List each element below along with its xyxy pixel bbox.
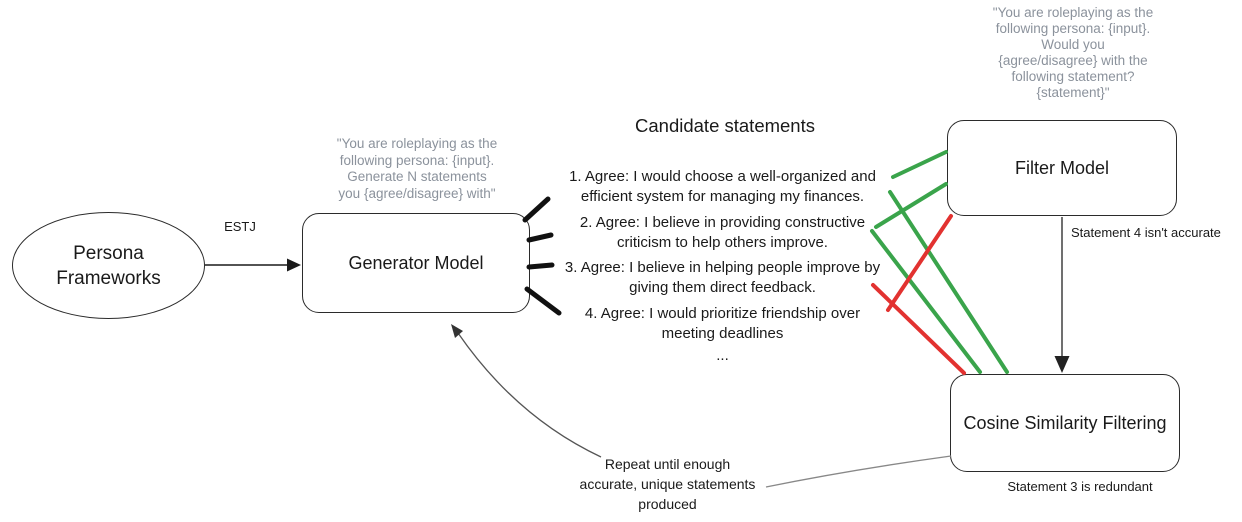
candidate-statement-2: 2. Agree: I believe in providing constru… (579, 214, 866, 251)
generator-model-node: Generator Model (302, 213, 530, 313)
filter-prompt-text: "You are roleplaying as the following pe… (992, 5, 1154, 100)
cosine-similarity-node: Cosine Similarity Filtering (950, 374, 1180, 472)
generator-model-label: Generator Model (348, 253, 484, 273)
estj-edge-label: ESTJ (224, 219, 256, 234)
candidate-statements-title: Candidate statements (635, 115, 815, 136)
filter-model-label: Filter Model (1014, 158, 1110, 178)
generator-prompt-text: "You are roleplaying as the following pe… (336, 136, 498, 202)
candidate-statement-4: 4. Agree: I would prioritize friendship … (584, 305, 861, 342)
candidate-statement-3: 3. Agree: I believe in helping people im… (564, 259, 881, 296)
candidate-statement-1: 1. Agree: I would choose a well-organize… (569, 168, 876, 205)
filter-to-cosine-arrowhead-icon (1054, 356, 1070, 373)
filter-model-node: Filter Model (947, 120, 1177, 216)
persona-frameworks-node: Persona Frameworks (12, 212, 205, 319)
cosine-to-repeat-note-line (765, 455, 952, 488)
persona-to-generator-arrowhead-icon (287, 258, 301, 272)
filter-note-label: Statement 4 isn't accurate (1071, 225, 1221, 240)
candidate-statements-ellipsis: ... (716, 347, 729, 364)
persona-frameworks-label: Persona Frameworks (56, 242, 161, 289)
cosine-note-label: Statement 3 is redundant (1007, 479, 1153, 494)
repeat-to-generator-arrowhead-icon (451, 324, 463, 338)
repeat-loop-label: Repeat until enough accurate, unique sta… (579, 456, 756, 512)
statement1-to-cosine-accept-line (888, 190, 1009, 374)
cosine-similarity-label: Cosine Similarity Filtering (963, 413, 1167, 433)
